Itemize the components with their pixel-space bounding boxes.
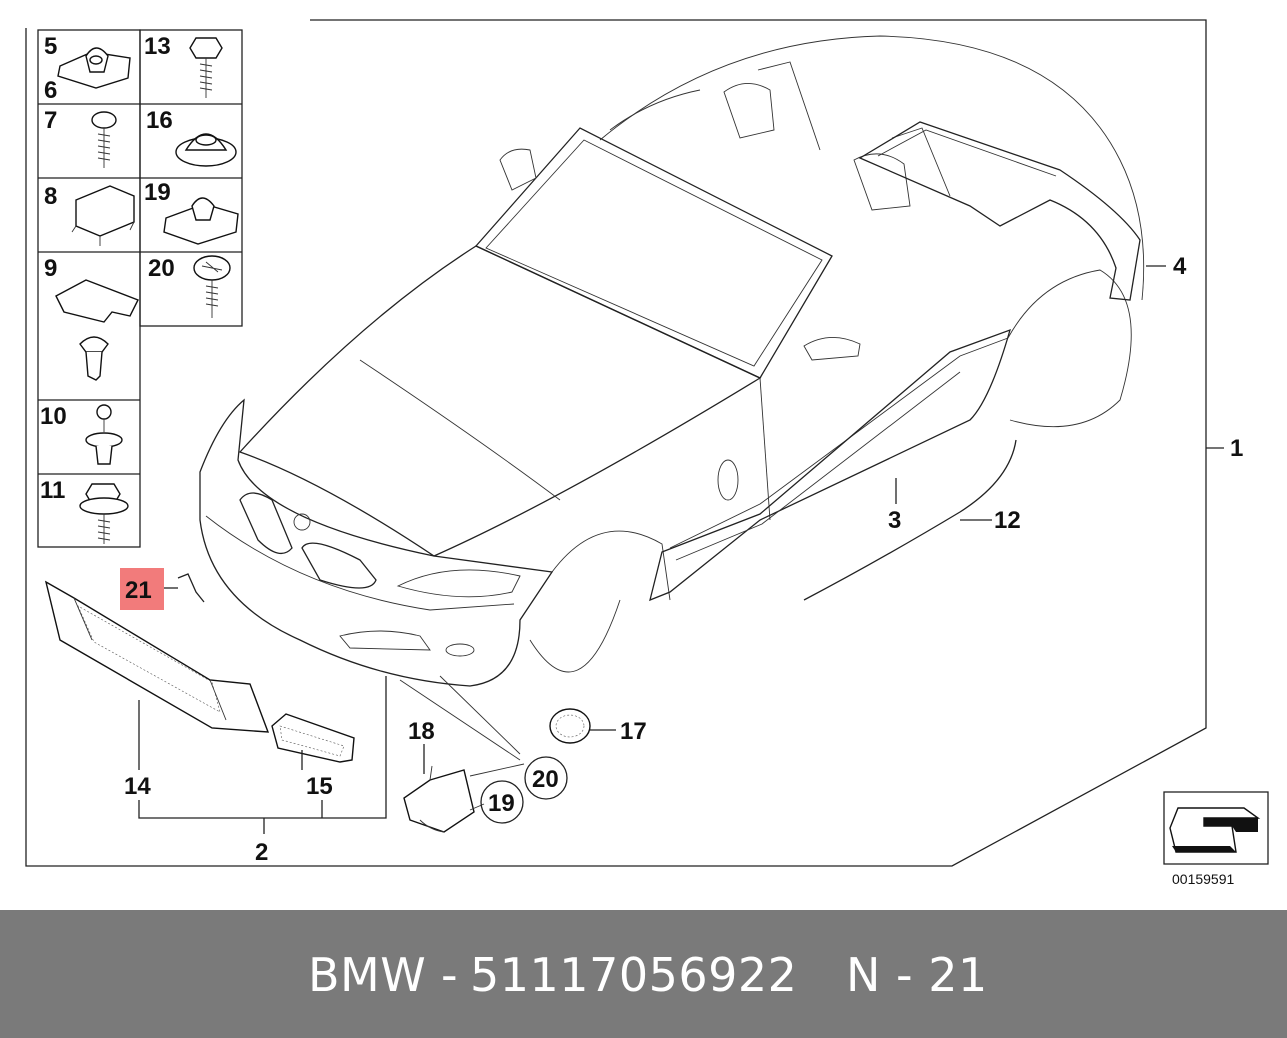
legend-label-9: 9 <box>44 255 57 282</box>
footer-part-number: 51117056922 <box>470 948 798 1002</box>
callouts: 1 2 3 4 12 14 15 17 18 19 20 21 <box>120 253 1243 866</box>
callout-3: 3 <box>888 507 901 534</box>
legend-label-7: 7 <box>44 107 57 134</box>
reference-box: 00159591 <box>1163 791 1269 887</box>
screw-icon <box>91 111 117 168</box>
reference-code: 00159591 <box>1172 871 1235 887</box>
sealing-strip-part <box>803 439 1017 601</box>
legend-grid: 5 6 13 7 16 8 19 9 20 10 11 <box>37 29 243 548</box>
leader-lines <box>138 265 1166 834</box>
legend-label-20: 20 <box>148 255 175 282</box>
screw-icon <box>193 255 231 318</box>
legend-label-13: 13 <box>144 33 171 60</box>
callout-19-circle <box>480 780 524 824</box>
diagram-canvas: 5 6 13 7 16 8 19 9 20 10 11 <box>25 19 1269 887</box>
orientation-arrow-box <box>1163 791 1269 865</box>
legend-label-16: 16 <box>146 107 173 134</box>
callout-2: 2 <box>255 839 268 866</box>
callout-12: 12 <box>994 507 1021 534</box>
callout-20: 20 <box>532 766 559 793</box>
callout-19: 19 <box>488 790 515 817</box>
callout-15: 15 <box>306 773 333 800</box>
callout-17: 17 <box>620 718 647 745</box>
hex-bolt-icon <box>189 37 223 98</box>
vent-cover-part <box>549 708 591 744</box>
flange-bolt-icon <box>79 483 129 544</box>
bracket-icon <box>55 279 139 381</box>
callout-4: 4 <box>1173 253 1187 280</box>
callout-21: 21 <box>125 577 152 604</box>
legend-label-5: 5 <box>44 33 57 60</box>
footer-brand: BMW <box>308 948 427 1002</box>
grille-insert-part <box>271 713 355 763</box>
footer-separator: - <box>441 948 459 1002</box>
footer-bar <box>0 910 1287 1038</box>
legend-label-6: 6 <box>44 77 57 104</box>
legend-label-11: 11 <box>40 477 65 504</box>
footer-position-label: N - 21 <box>846 948 988 1002</box>
clamp-icon <box>71 185 135 246</box>
push-rivet-icon <box>85 404 123 465</box>
orientation-arrow-icon <box>1169 807 1261 853</box>
callout-14: 14 <box>124 773 151 800</box>
foglight-housing-part <box>403 765 475 833</box>
legend-label-10: 10 <box>40 403 67 430</box>
legend-label-19: 19 <box>144 179 171 206</box>
expanding-nut-icon <box>175 133 237 167</box>
callout-1: 1 <box>1230 435 1243 462</box>
clip-part <box>177 573 205 603</box>
lower-grille-part <box>44 580 270 733</box>
legend-label-8: 8 <box>44 183 57 210</box>
diagram-frame <box>25 19 1224 867</box>
clip-nut-icon <box>163 197 239 245</box>
car-illustration <box>199 35 1145 761</box>
callout-18: 18 <box>408 718 435 745</box>
callout-20-circle <box>524 756 568 800</box>
highlight-box <box>120 568 164 610</box>
clip-nut-icon <box>57 47 131 89</box>
